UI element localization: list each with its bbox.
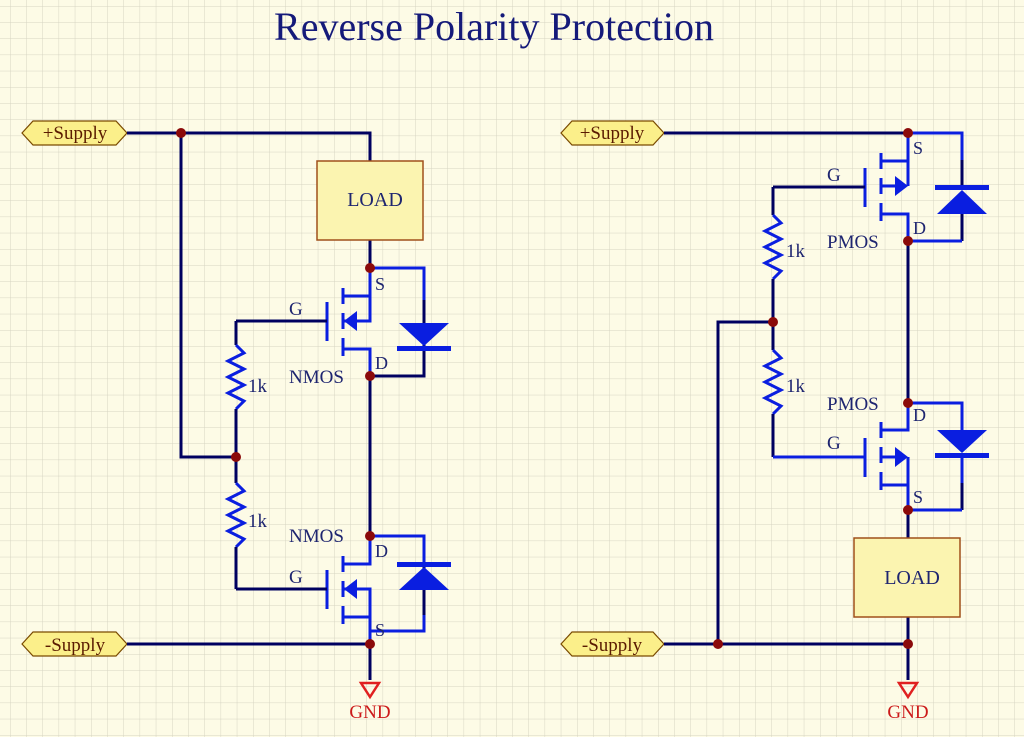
svg-text:NMOS: NMOS (289, 367, 344, 388)
junction-dot (176, 128, 186, 138)
svg-text:S: S (913, 487, 923, 507)
svg-text:S: S (913, 138, 923, 158)
svg-text:G: G (827, 165, 841, 186)
svg-text:GND: GND (887, 702, 928, 723)
right-resistor-upper: 1k (761, 187, 806, 322)
svg-text:-Supply: -Supply (582, 635, 643, 656)
svg-text:D: D (913, 405, 926, 425)
left-upper-nmos: G S D NMOS (236, 266, 451, 388)
svg-text:D: D (375, 541, 388, 561)
left-neg-supply-port[interactable]: -Supply (21, 631, 128, 657)
svg-text:D: D (375, 353, 388, 373)
svg-text:G: G (827, 433, 841, 454)
right-lower-pmos: G D S PMOS (773, 394, 989, 512)
right-upper-pmos: G S D PMOS (773, 131, 989, 253)
right-pos-supply-port[interactable]: +Supply (560, 120, 665, 146)
junction-dot (365, 371, 375, 381)
left-circuit: +Supply -Supply LOAD (21, 120, 451, 723)
left-pos-supply-port[interactable]: +Supply (21, 120, 128, 146)
right-neg-supply-port[interactable]: -Supply (560, 631, 665, 657)
page-title: Reverse Polarity Protection (274, 4, 714, 49)
junction-dot (903, 128, 913, 138)
svg-text:1k: 1k (248, 511, 268, 532)
junction-dot (903, 398, 913, 408)
svg-text:LOAD: LOAD (884, 567, 940, 589)
svg-text:G: G (289, 299, 303, 320)
left-lower-nmos: G D S NMOS (236, 526, 451, 644)
junction-dot (903, 505, 913, 515)
svg-text:LOAD: LOAD (347, 189, 403, 211)
svg-text:S: S (375, 274, 385, 294)
svg-text:1k: 1k (786, 241, 806, 262)
svg-text:NMOS: NMOS (289, 526, 344, 547)
junction-dot (231, 452, 241, 462)
left-resistor-lower: 1k (224, 457, 268, 589)
junction-dot (903, 639, 913, 649)
junction-dot (365, 531, 375, 541)
svg-text:+Supply: +Supply (43, 123, 108, 144)
svg-text:PMOS: PMOS (827, 394, 879, 415)
svg-text:S: S (375, 620, 385, 640)
wire (127, 131, 372, 161)
junction-dot (365, 639, 375, 649)
wire (179, 133, 236, 459)
junction-dot (365, 263, 375, 273)
svg-text:+Supply: +Supply (580, 123, 645, 144)
svg-text:1k: 1k (786, 376, 806, 397)
junction-dot (713, 639, 723, 649)
svg-text:GND: GND (349, 702, 390, 723)
wire (716, 320, 773, 644)
junction-dot (768, 317, 778, 327)
svg-text:1k: 1k (248, 376, 268, 397)
right-gnd-symbol: GND (887, 681, 929, 723)
svg-text:G: G (289, 567, 303, 588)
left-resistor-upper: 1k (224, 321, 268, 457)
left-load: LOAD (316, 160, 424, 241)
svg-text:D: D (913, 218, 926, 238)
left-gnd-symbol: GND (349, 681, 391, 723)
svg-text:PMOS: PMOS (827, 232, 879, 253)
junction-dot (903, 236, 913, 246)
right-circuit: +Supply -Supply G S (560, 120, 989, 723)
right-load: LOAD (853, 537, 961, 618)
svg-text:-Supply: -Supply (45, 635, 106, 656)
